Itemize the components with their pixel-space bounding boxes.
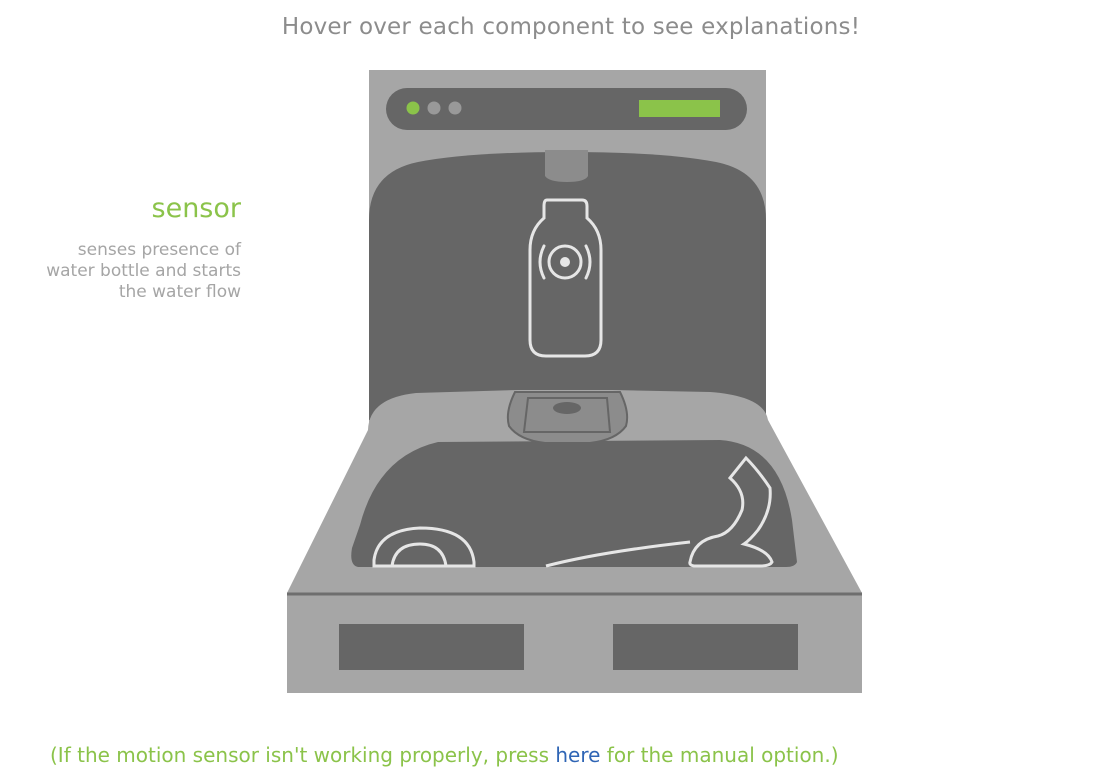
component-info-panel: sensor senses presence of water bottle a… xyxy=(0,192,241,303)
gooseneck-faucet[interactable] xyxy=(688,455,774,568)
bottle-sensor[interactable] xyxy=(528,198,603,358)
front-panel-left xyxy=(339,624,524,670)
manual-note-prefix: (If the motion sensor isn't working prop… xyxy=(50,743,556,767)
component-description: senses presence of water bottle and star… xyxy=(46,240,241,302)
basin-inner xyxy=(351,440,797,567)
status-display-bar[interactable] xyxy=(386,88,747,130)
bottle-counter-display xyxy=(639,100,720,117)
drain-plate[interactable] xyxy=(506,391,629,444)
sensor-icon xyxy=(547,244,583,280)
front-panel-right xyxy=(613,624,798,670)
bubbler-base[interactable] xyxy=(372,526,476,568)
drain-pipe xyxy=(545,540,691,568)
component-title: sensor xyxy=(151,193,241,224)
spout-nozzle[interactable] xyxy=(545,150,588,182)
drain-hole xyxy=(553,402,581,414)
status-light-green xyxy=(406,101,420,115)
manual-note-suffix: for the manual option.) xyxy=(600,743,839,767)
status-light xyxy=(427,101,441,115)
manual-option-link[interactable]: here xyxy=(555,743,601,767)
instruction-text: Hover over each component to see explana… xyxy=(281,14,861,40)
status-light xyxy=(448,101,462,115)
alcove xyxy=(369,152,766,420)
manual-option-note: (If the motion sensor isn't working prop… xyxy=(50,743,839,767)
bottle-outline xyxy=(528,198,603,358)
